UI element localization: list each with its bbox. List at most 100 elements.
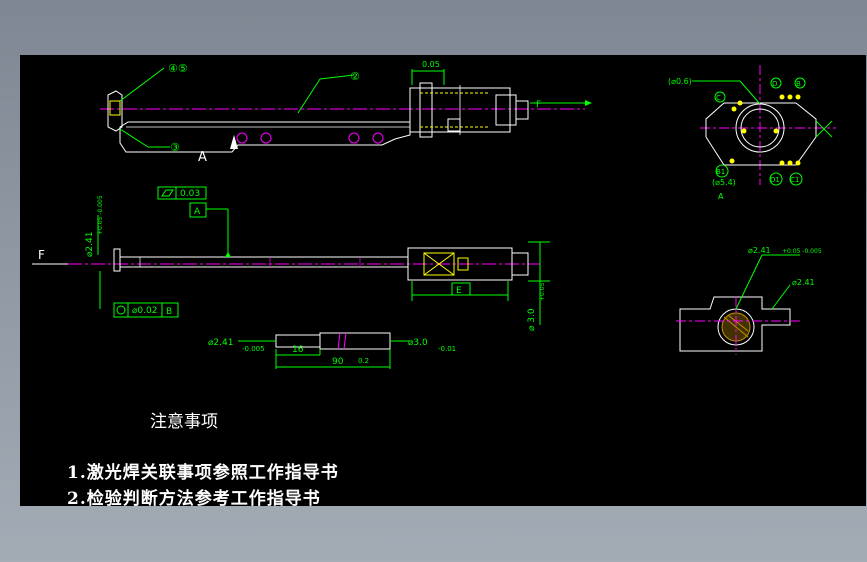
marker-d: D [772, 80, 777, 88]
pin-b1 [729, 158, 735, 164]
right-view-a: (⌀0.6) C D B B1 (⌀5.4) D1 C1 A [668, 65, 836, 201]
view-a-arrow [230, 135, 238, 149]
leader-2b [297, 78, 321, 114]
datum-a-box [189, 202, 207, 218]
flatness-symbol [161, 189, 174, 197]
cad-drawing[interactable]: 0.05 F ② ④⑤ ③ A F [20, 55, 866, 506]
arrow-f-head [585, 100, 592, 106]
section-view: ⌀2.41 +0.05 -0.005 ⌀2.41 [676, 246, 822, 355]
datum-b-label: B [166, 307, 172, 317]
shaft-tip [113, 248, 121, 272]
marker-c1-circle [789, 172, 803, 186]
pin-right [773, 128, 779, 134]
right-dia-b-leader [771, 284, 791, 310]
flatness-symbol-box [157, 186, 177, 200]
marker-c-circle [714, 91, 726, 103]
runout-value: ⌀0.02 [132, 306, 157, 316]
hole-2 [260, 132, 272, 144]
datum-e-box [451, 282, 471, 296]
marker-c1: C1 [790, 176, 799, 184]
marker-d1-circle [769, 172, 783, 186]
drawing-canvas[interactable]: 0.05 F ② ④⑤ ③ A F [20, 55, 866, 506]
dim-241-text: ⌀2.41 [208, 338, 233, 348]
section-hatch-2 [727, 314, 749, 332]
hole-1 [236, 132, 248, 144]
balloon-3: ③ [170, 141, 180, 154]
pin-c [731, 106, 737, 112]
dim-30-vert-tol: +0.05 [539, 282, 546, 301]
datum-a-arrow [225, 252, 231, 257]
front-view: F E ⌀ 3.0 +0.05 0.03 A [32, 186, 550, 331]
pin-c2 [737, 100, 743, 106]
leader-2 [319, 74, 355, 80]
view-a-label: A [198, 150, 207, 165]
pin-d [779, 94, 785, 100]
flatness-value: 0.03 [180, 189, 200, 199]
note-item-2: 2.检验判断方法参考工作指导书 [67, 489, 321, 506]
pin-c1 [787, 160, 793, 166]
pin-c1b [795, 160, 801, 166]
marker-b-circle [794, 77, 806, 89]
hub-bolt [447, 118, 461, 132]
section-hatch-1 [723, 316, 749, 338]
pin-b2 [795, 94, 801, 100]
dim-24-text: ⌀2.41 [85, 232, 95, 257]
marker-b1: B1 [716, 168, 725, 176]
runout-symbol [116, 305, 126, 315]
runout-symbol-box [113, 302, 129, 318]
pin-left [741, 128, 747, 134]
right-dia-b-text: ⌀2.41 [792, 278, 815, 287]
datum-a-label: A [194, 207, 201, 217]
flatness-value-box [175, 186, 207, 200]
dim-241-tol: -0.005 [242, 345, 265, 353]
phi54-text: (⌀5.4) [712, 178, 736, 187]
dir-f-left-label: F [38, 248, 45, 262]
right-dia-a-tol: +0.05 -0.005 [782, 248, 822, 255]
shaft-break-1 [337, 332, 341, 350]
dim-90-text: 90 [332, 357, 344, 367]
dim-16-text: 16 [292, 345, 304, 355]
section-outline [679, 296, 791, 352]
dim-24-tol: +0.05 -0.005 [97, 195, 104, 235]
note-item-1: 1.激光焊关联事项参照工作指导书 [67, 463, 339, 483]
dir-f-label: F [536, 100, 541, 110]
hole-4 [372, 132, 384, 144]
arm-outline [119, 121, 411, 153]
left-lug [107, 90, 123, 132]
pin-b [787, 94, 793, 100]
cross-2 [815, 120, 833, 138]
weld-mark [109, 100, 121, 116]
shaft-break-2 [343, 332, 347, 350]
front-hub-window [423, 252, 455, 276]
marker-c: C [716, 94, 721, 102]
leader-45 [119, 67, 165, 102]
small-a-label: A [718, 192, 724, 201]
datum-e-label: E [456, 286, 462, 296]
dim-30-text: ⌀3.0 [408, 338, 428, 348]
hole-3 [348, 132, 360, 144]
shaft-detail: ⌀2.41 -0.005 ⌀3.0 -0.01 16 90 0.2 [208, 332, 456, 369]
view-a-outline [705, 102, 817, 166]
balloon-45: ④⑤ [168, 62, 188, 75]
leader-3 [119, 128, 149, 148]
dim-30-vert-text: ⌀ 3.0 [527, 308, 537, 331]
dim-30-tol: -0.01 [438, 345, 456, 353]
hub-flange [419, 82, 433, 138]
balloon-2: ② [350, 70, 360, 83]
top-view: 0.05 F ② ④⑤ ③ A [100, 60, 592, 165]
dim-005-text: 0.05 [422, 60, 440, 69]
datum-b-box [161, 302, 179, 318]
front-hub-slot [457, 257, 469, 271]
shaft-end [515, 100, 529, 120]
hatch-2 [423, 252, 455, 276]
phi06-leader-b [739, 80, 761, 105]
notes-title: 注意事项 [150, 412, 218, 432]
view-a-bore-inner [740, 108, 780, 148]
marker-b: B [796, 80, 801, 88]
pin-d1 [779, 160, 785, 166]
phi06-text: (⌀0.6) [668, 77, 692, 86]
right-dia-a-leader [735, 254, 763, 310]
shaft-seg-2 [319, 332, 391, 350]
front-shaft-end [511, 252, 529, 276]
right-dia-a-text: ⌀2.41 [748, 246, 771, 255]
